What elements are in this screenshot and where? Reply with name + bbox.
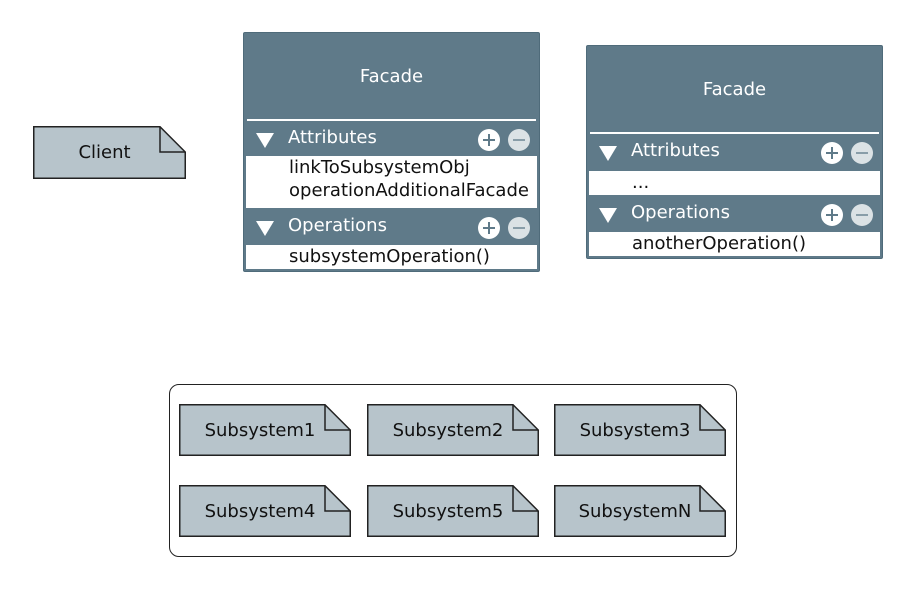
subsystem-note-shape xyxy=(179,485,351,537)
facade-class-2[interactable]: Facade Attributes ... Operations another… xyxy=(586,45,883,259)
attribute-item[interactable]: linkToSubsystemObj xyxy=(289,157,470,178)
subsystem-note[interactable]: Subsystem1 xyxy=(179,404,351,456)
facade-title: Facade xyxy=(359,66,424,87)
facade-title: Facade xyxy=(702,79,767,100)
remove-operation-icon[interactable] xyxy=(508,217,530,239)
subsystem-note-shape xyxy=(554,404,726,456)
operations-list: anotherOperation() xyxy=(589,232,880,256)
client-label: Client xyxy=(78,142,131,163)
attributes-header[interactable]: Attributes xyxy=(244,126,539,152)
add-operation-icon[interactable] xyxy=(821,204,843,226)
operations-label: Operations xyxy=(288,215,387,236)
subsystem-label: Subsystem4 xyxy=(204,500,316,522)
operation-item[interactable]: anotherOperation() xyxy=(632,233,807,254)
operations-list: subsystemOperation() xyxy=(246,245,537,269)
subsystem-note-shape xyxy=(367,404,539,456)
subsystem-label: Subsystem1 xyxy=(204,419,316,441)
remove-operation-icon[interactable] xyxy=(851,204,873,226)
operation-item[interactable]: subsystemOperation() xyxy=(289,246,490,267)
title-separator xyxy=(247,119,536,121)
subsystem-note-shape xyxy=(179,404,351,456)
operations-header[interactable]: Operations xyxy=(244,214,539,240)
attributes-label: Attributes xyxy=(288,127,377,148)
collapse-triangle-icon[interactable] xyxy=(599,208,617,223)
add-attribute-icon[interactable] xyxy=(821,142,843,164)
subsystem-note-shape xyxy=(554,485,726,537)
attributes-label: Attributes xyxy=(631,140,720,161)
attributes-list: linkToSubsystemObj operationAdditionalFa… xyxy=(246,156,537,208)
subsystem-note[interactable]: Subsystem3 xyxy=(554,404,726,456)
collapse-triangle-icon[interactable] xyxy=(599,146,617,161)
remove-attribute-icon[interactable] xyxy=(851,142,873,164)
subsystem-label: Subsystem3 xyxy=(579,419,691,441)
subsystem-note[interactable]: Subsystem5 xyxy=(367,485,539,537)
subsystem-note[interactable]: SubsystemN xyxy=(554,485,726,537)
client-note-shape xyxy=(33,126,186,179)
attribute-item[interactable]: ... xyxy=(632,172,650,193)
subsystem-note[interactable]: Subsystem4 xyxy=(179,485,351,537)
collapse-triangle-icon[interactable] xyxy=(256,133,274,148)
subsystem-label: SubsystemN xyxy=(578,500,692,522)
title-separator xyxy=(590,132,879,134)
add-operation-icon[interactable] xyxy=(478,217,500,239)
facade-class-1[interactable]: Facade Attributes linkToSubsystemObj ope… xyxy=(243,32,540,272)
operations-label: Operations xyxy=(631,202,730,223)
subsystem-note-shape xyxy=(367,485,539,537)
attribute-item[interactable]: operationAdditionalFacade xyxy=(289,180,529,201)
remove-attribute-icon[interactable] xyxy=(508,129,530,151)
subsystem-label: Subsystem5 xyxy=(392,500,504,522)
client-note[interactable]: Client xyxy=(33,126,186,179)
add-attribute-icon[interactable] xyxy=(478,129,500,151)
attributes-header[interactable]: Attributes xyxy=(587,139,882,165)
subsystem-label: Subsystem2 xyxy=(392,419,504,441)
attributes-list: ... xyxy=(589,171,880,195)
operations-header[interactable]: Operations xyxy=(587,201,882,227)
subsystem-note[interactable]: Subsystem2 xyxy=(367,404,539,456)
collapse-triangle-icon[interactable] xyxy=(256,221,274,236)
